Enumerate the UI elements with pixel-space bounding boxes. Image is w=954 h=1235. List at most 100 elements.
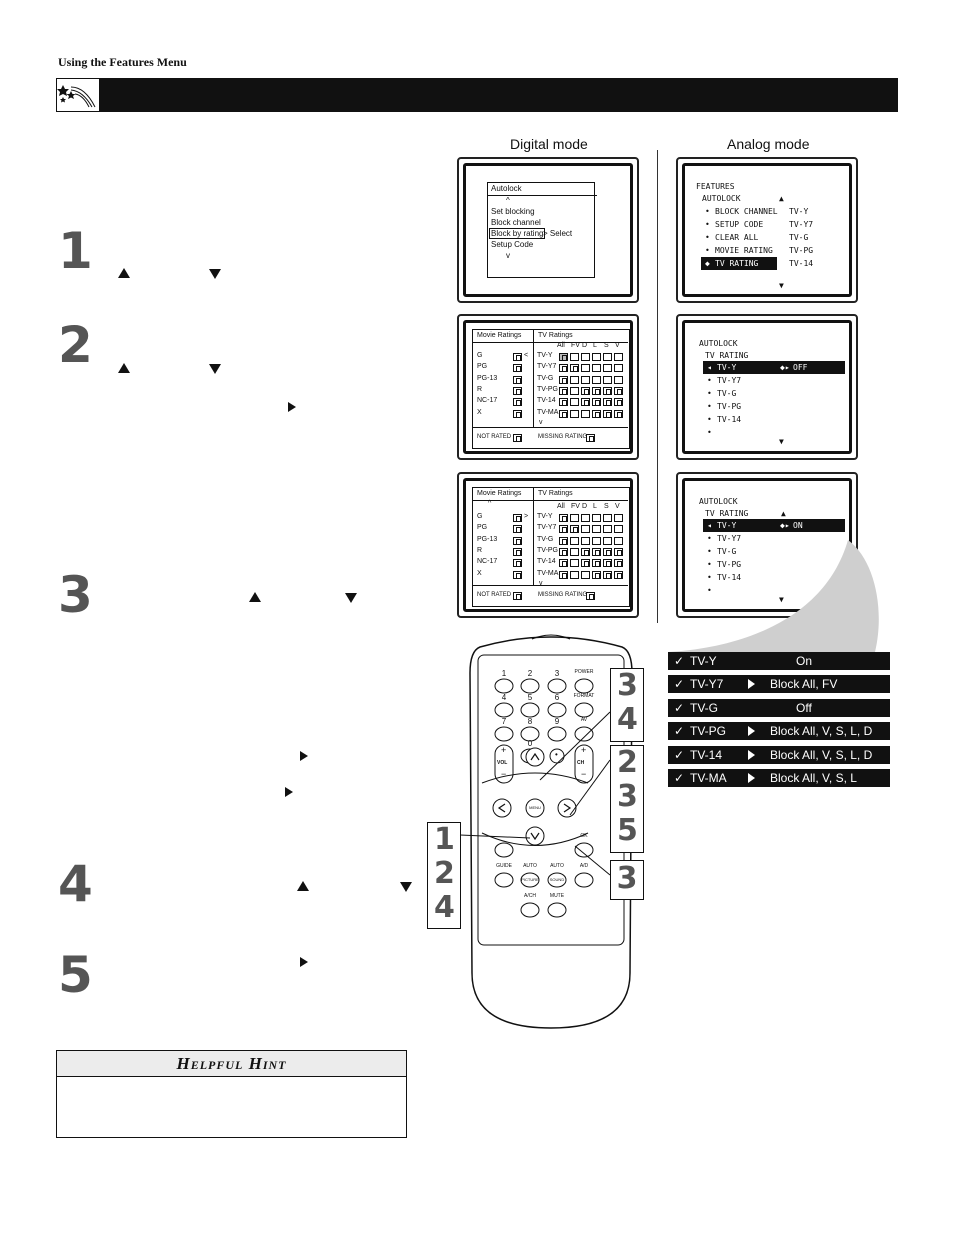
lock-icon[interactable] [592,398,601,407]
rating-checkbox[interactable] [570,398,579,407]
rating-checkbox[interactable] [603,364,612,373]
movie-rating-r[interactable]: R [477,546,483,554]
movie-rating-nc-17[interactable]: NC-17 [477,558,498,566]
lock-icon[interactable] [559,386,568,395]
number-2-button[interactable] [520,678,540,694]
rating-checkbox[interactable] [592,353,601,361]
rating-checkbox[interactable] [581,514,590,522]
number-8-button[interactable] [520,726,540,742]
lock-icon[interactable] [586,592,595,600]
lock-icon[interactable] [513,409,522,418]
rating-checkbox[interactable] [592,536,601,545]
lock-icon[interactable] [603,570,612,579]
lock-icon[interactable] [592,409,601,418]
rating-checkbox[interactable] [614,525,623,534]
lock-icon[interactable] [614,559,623,568]
power-button[interactable] [574,678,594,694]
format-button[interactable] [574,702,594,718]
lock-icon[interactable] [586,434,595,442]
lock-icon[interactable] [559,547,568,556]
tv-rating-tv-y7[interactable]: TV-Y7 [537,363,557,371]
rating-checkbox[interactable] [570,536,579,545]
rating-checkbox[interactable] [614,514,623,522]
movie-rating-x[interactable]: X [477,408,482,416]
lock-icon[interactable] [581,559,590,568]
lock-icon[interactable] [559,570,568,579]
lock-icon[interactable] [603,386,612,395]
rating-checkbox[interactable] [570,559,579,568]
lock-icon[interactable] [513,375,522,384]
rating-checkbox[interactable] [570,353,579,361]
lock-icon[interactable] [614,409,623,418]
movie-rating-x[interactable]: X [477,569,482,577]
rating-checkbox[interactable] [614,364,623,373]
lock-icon[interactable] [581,547,590,556]
lock-icon[interactable] [603,398,612,407]
tv-rating-tv-ma[interactable]: TV-MA [537,569,559,577]
rating-checkbox[interactable] [570,547,579,556]
lock-icon[interactable] [614,547,623,556]
lock-icon[interactable] [592,559,601,568]
rating-checkbox[interactable] [570,386,579,395]
lock-icon[interactable] [513,536,522,545]
osd-item-tv-y7[interactable]: TV-Y7 [717,534,742,543]
rating-checkbox[interactable] [581,375,590,384]
lock-icon[interactable] [559,409,568,418]
rating-checkbox[interactable] [581,409,590,418]
rating-checkbox[interactable] [603,375,612,384]
rating-checkbox[interactable] [592,375,601,384]
lock-icon[interactable] [559,525,568,534]
lock-icon[interactable] [513,592,522,600]
lock-icon[interactable] [614,386,623,395]
menu-item-block-channel[interactable]: Block channel [491,218,541,227]
movie-rating-pg-13[interactable]: PG-13 [477,374,498,382]
ch-rocker[interactable] [574,744,594,784]
lock-icon[interactable] [570,525,579,534]
number-7-button[interactable] [494,726,514,742]
rating-checkbox[interactable] [603,353,612,361]
movie-rating-pg-13[interactable]: PG-13 [477,535,498,543]
tv-rating-tv-14[interactable]: TV-14 [537,558,556,566]
rating-checkbox[interactable] [581,536,590,545]
rating-checkbox[interactable] [592,525,601,534]
lock-icon[interactable] [592,570,601,579]
tv-rating-tv-y[interactable]: TV-Y [537,513,553,520]
lock-icon[interactable] [603,547,612,556]
lock-icon[interactable] [592,386,601,395]
number-5-button[interactable] [520,702,540,718]
lock-icon[interactable] [581,398,590,407]
number-6-button[interactable] [547,702,567,718]
number-1-button[interactable] [494,678,514,694]
movie-rating-pg[interactable]: PG [477,524,488,532]
lock-icon[interactable] [559,353,568,361]
ach-button[interactable] [520,902,540,918]
auto-picture-button[interactable] [520,872,540,888]
lock-icon[interactable] [559,398,568,407]
lock-icon[interactable] [614,570,623,579]
osd-item-tv-pg[interactable]: TV-PG [717,560,742,569]
number-3-button[interactable] [547,678,567,694]
rating-checkbox[interactable] [603,525,612,534]
rating-checkbox[interactable] [570,375,579,384]
lock-icon[interactable] [592,547,601,556]
tv-rating-tv-pg[interactable]: TV-PG [537,385,559,393]
menu-item-setup-code[interactable]: Setup Code [491,240,534,249]
lock-icon[interactable] [581,386,590,395]
osd-item-tv-g[interactable]: TV-G [717,389,737,398]
lock-icon[interactable] [614,398,623,407]
osd-item-tv-pg[interactable]: TV-PG [717,402,742,411]
menu-item-block-by-rating[interactable]: Block by rating [489,228,546,239]
av-button[interactable] [574,726,594,742]
rating-checkbox[interactable] [614,536,623,545]
osd-item-tv-14[interactable]: TV-14 [717,573,742,582]
osd-tv-y-row-selected[interactable] [703,361,845,374]
rating-checkbox[interactable] [570,409,579,418]
lock-icon[interactable] [513,434,522,442]
osd-clear-all[interactable]: CLEAR ALL [715,233,759,242]
auto-sound-button[interactable] [547,872,567,888]
lock-icon[interactable] [559,364,568,373]
blank-button[interactable] [494,842,514,858]
movie-rating-r[interactable]: R [477,385,483,393]
rating-checkbox[interactable] [592,514,601,522]
lock-icon[interactable] [513,570,522,579]
